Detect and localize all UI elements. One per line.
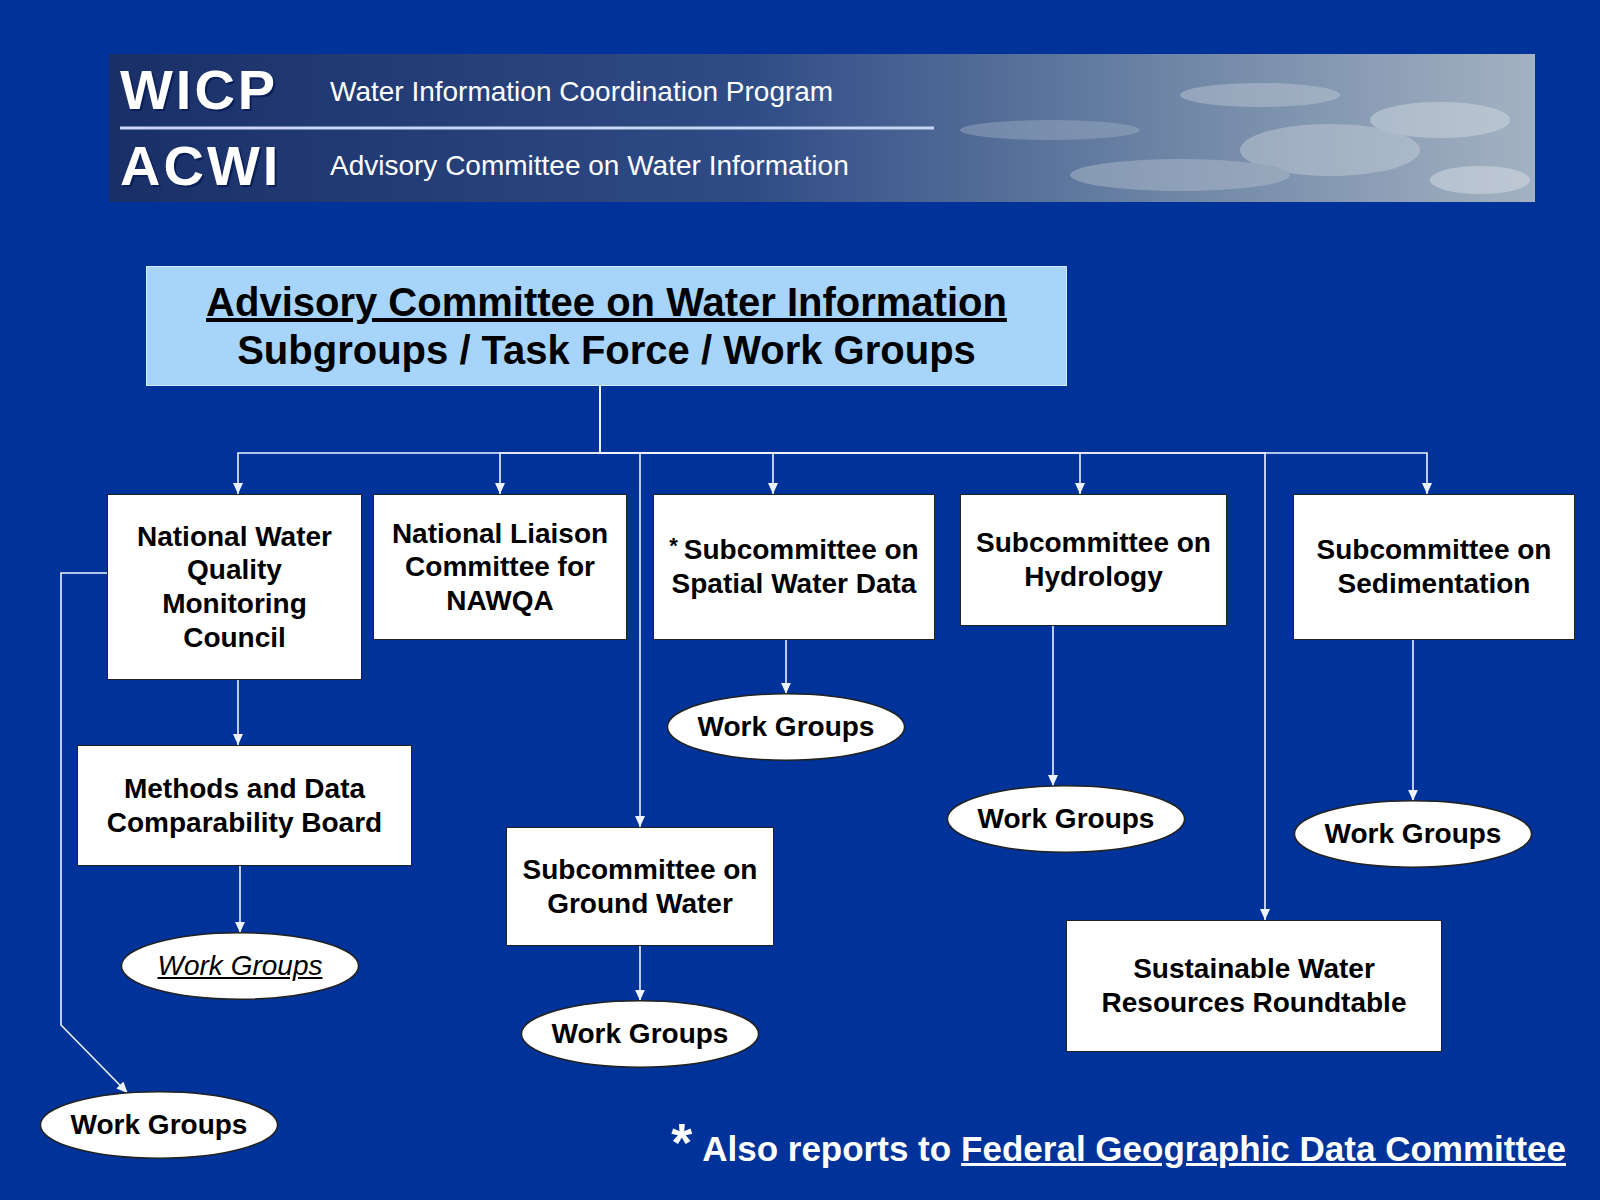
node-content: Subcommittee on Sedimentation <box>1306 533 1562 600</box>
connector-arrow <box>238 386 600 494</box>
connector-arrow <box>785 640 787 694</box>
node-content: Sustainable Water Resources Roundtable <box>1077 952 1431 1019</box>
work-group-ellipse: Work Groups <box>120 931 360 1001</box>
footnote-link: Federal Geographic Data Committee <box>961 1128 1566 1170</box>
banner-logo: WICP <box>120 62 278 118</box>
board-box: Methods and Data Comparability Board <box>77 745 412 866</box>
node-text: Subgroups / Task Force / Work Groups <box>206 326 1007 374</box>
node-text: Methods and Data Comparability Board <box>88 772 401 839</box>
water-texture <box>960 83 1530 194</box>
ellipse-shape <box>667 694 904 761</box>
node-content: Subcommittee on Ground Water <box>517 853 763 920</box>
connector-arrow <box>600 386 1427 494</box>
ellipse-shape <box>947 786 1184 853</box>
node-content: Work Groups <box>552 1017 729 1051</box>
node-text: Work Groups <box>158 949 323 983</box>
banner-title: Advisory Committee on Water Information <box>330 149 849 183</box>
ellipse-shape <box>1294 801 1531 868</box>
title-box: Advisory Committee on Water InformationS… <box>146 266 1067 386</box>
node-text: Work Groups <box>698 710 875 744</box>
connector-arrow <box>600 386 1080 494</box>
footnote-mark: * <box>671 1110 692 1175</box>
node-text: National Liaison Committee for NAWQA <box>382 517 618 618</box>
footnote-row: *Also reports toFederal Geographic Data … <box>671 1110 1566 1175</box>
subcommittee-box: Subcommittee on Sedimentation <box>1293 494 1575 640</box>
subcommittee-box: Subcommittee on Ground Water <box>506 827 774 946</box>
connector-arrow <box>500 386 600 494</box>
ellipse-shape <box>521 1001 758 1068</box>
node-text: Work Groups <box>978 802 1155 836</box>
footnote-text: Also reports to <box>702 1128 951 1170</box>
node-text: Work Groups <box>552 1017 729 1051</box>
node-content: National Water Quality Monitoring Counci… <box>116 520 353 654</box>
node-text: * <box>669 533 678 558</box>
work-group-ellipse: Work Groups <box>666 692 906 762</box>
connector-arrow <box>639 946 641 1001</box>
banner-band <box>109 54 1535 202</box>
node-content: Work Groups <box>1325 817 1502 851</box>
work-group-ellipse: Work Groups <box>520 999 760 1069</box>
connector-arrow <box>239 866 241 933</box>
connector-arrow <box>1412 640 1414 801</box>
node-content: *Subcommittee on Spatial Water Data <box>666 533 922 600</box>
node-content: Work Groups <box>71 1108 248 1142</box>
council-box: National Water Quality Monitoring Counci… <box>107 494 362 680</box>
work-group-ellipse: Work Groups <box>946 784 1186 854</box>
connector-arrow <box>600 386 773 494</box>
banner-rule <box>120 127 934 130</box>
roundtable-box: Sustainable Water Resources Roundtable <box>1066 920 1442 1052</box>
banner-logo: ACWI <box>120 138 281 194</box>
work-group-ellipse: Work Groups <box>39 1090 279 1160</box>
connector-arrow <box>1052 626 1054 786</box>
node-text: Advisory Committee on Water Information <box>206 278 1007 326</box>
node-content: Work Groups <box>158 949 323 983</box>
work-group-ellipse: Work Groups <box>1293 799 1533 869</box>
node-content: Subcommittee on Hydrology <box>971 526 1216 593</box>
node-content: Work Groups <box>698 710 875 744</box>
ellipse-shape <box>121 933 358 1000</box>
node-content: National Liaison Committee for NAWQA <box>382 517 618 618</box>
banner-title: Water Information Coordination Program <box>330 75 833 109</box>
subcommittee-box: Subcommittee on Hydrology <box>960 494 1227 626</box>
node-content: Advisory Committee on Water InformationS… <box>206 278 1007 374</box>
node-text: Subcommittee on Sedimentation <box>1306 533 1562 600</box>
committee-box: National Liaison Committee for NAWQA <box>373 494 627 640</box>
ellipse-shape <box>40 1092 277 1159</box>
node-text: Subcommittee on Spatial Water Data <box>672 534 919 599</box>
node-content: Work Groups <box>978 802 1155 836</box>
subcommittee-box: *Subcommittee on Spatial Water Data <box>653 494 935 640</box>
node-text: Subcommittee on Ground Water <box>517 853 763 920</box>
node-text: Subcommittee on Hydrology <box>971 526 1216 593</box>
connector-arrow <box>237 680 239 745</box>
node-text: Work Groups <box>1325 817 1502 851</box>
node-text: National Water Quality Monitoring Counci… <box>116 520 353 654</box>
node-content: Methods and Data Comparability Board <box>88 772 401 839</box>
node-text: Sustainable Water Resources Roundtable <box>1077 952 1431 1019</box>
node-text: Work Groups <box>71 1108 248 1142</box>
